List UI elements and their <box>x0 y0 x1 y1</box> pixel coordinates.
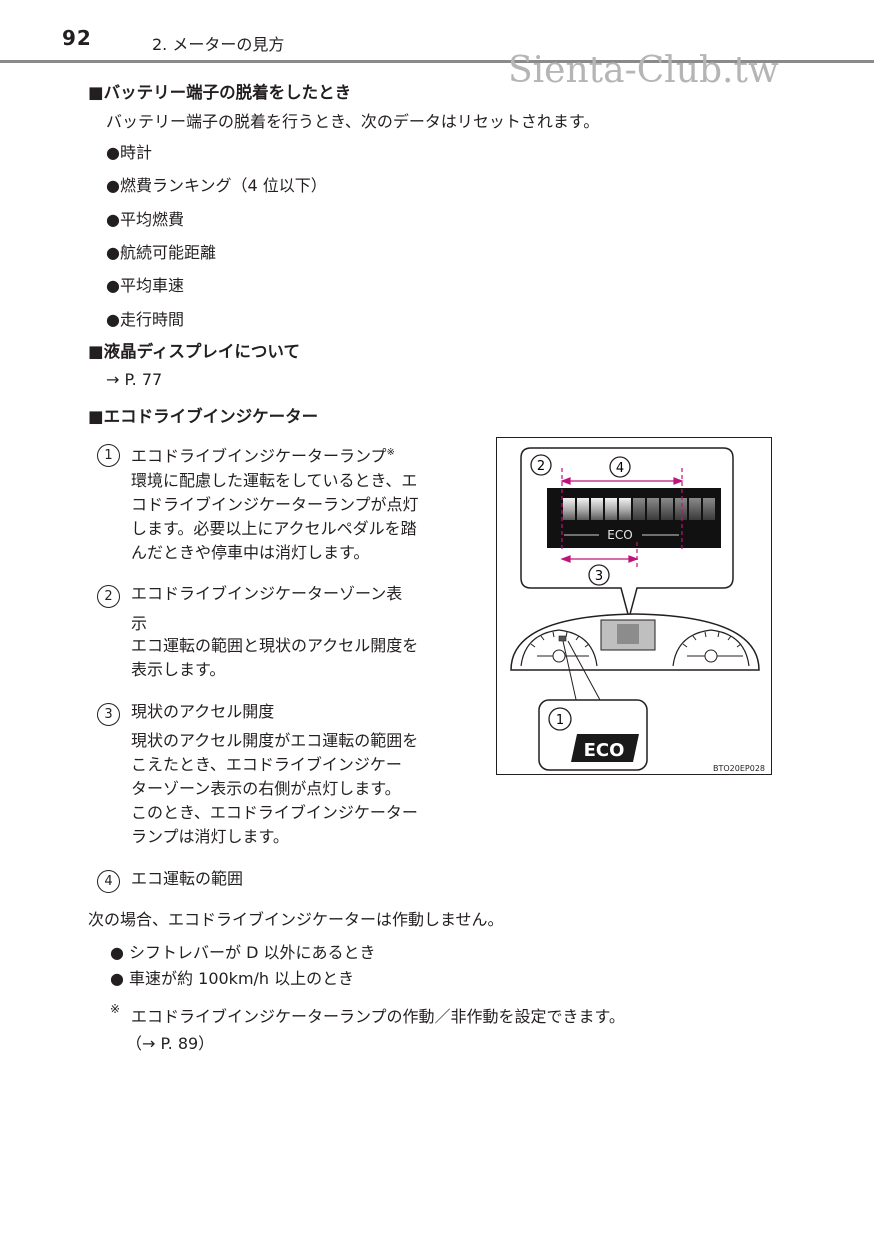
figure-code: BTO20EP028 <box>713 764 765 773</box>
list-item: ●平均燃費 <box>106 210 184 229</box>
footnote-mark: ※ <box>386 447 395 458</box>
list-item: ● 車速が約 100km/h 以上のとき <box>110 969 355 988</box>
eco-indicator-figure: ECO 2 4 3 <box>496 437 772 775</box>
header-rule <box>0 60 874 63</box>
section-heading-battery: ■バッテリー端子の脱着をしたとき <box>88 83 352 102</box>
eco-lamp-label: ECO <box>584 740 625 761</box>
list-item: ● シフトレバーが D 以外にあるとき <box>110 943 376 962</box>
right-gauge <box>672 629 750 667</box>
eco-zone-segments <box>563 498 715 520</box>
footnote-reference: （→ P. 89） <box>126 1034 215 1053</box>
eco-zone-segment <box>619 498 631 520</box>
list-item: ●燃費ランキング（4 位以下） <box>106 176 327 195</box>
page-reference: → P. 77 <box>106 370 163 389</box>
note-intro: 次の場合、エコドライブインジケーターは作動しません。 <box>88 910 504 929</box>
list-item: ●時計 <box>106 143 152 162</box>
footnote-text: エコドライブインジケーターランプの作動／非作動を設定できます。 <box>131 1007 625 1026</box>
battery-intro: バッテリー端子の脱着を行うとき、次のデータはリセットされます。 <box>106 112 600 131</box>
callout-number: 1 <box>97 444 120 467</box>
label-circle-2 <box>530 454 552 476</box>
callout-title: エコドライブインジケーターランプ※ <box>131 446 395 466</box>
range-markers <box>560 468 684 568</box>
eco-zone-segment <box>703 498 715 520</box>
callout-title: エコドライブインジケーターゾーン表 <box>131 584 403 603</box>
list-item: ●航続可能距離 <box>106 243 216 262</box>
callout-number: 4 <box>97 870 120 893</box>
eco-zone-label: ECO <box>607 528 632 542</box>
left-gauge <box>520 629 598 667</box>
callout-description: 環境に配慮した運転をしているとき、エ コドライブインジケーターランプが点灯 しま… <box>131 471 419 562</box>
callout-number: 3 <box>97 703 120 726</box>
chapter-title: 2. メーターの見方 <box>152 35 285 54</box>
callout-description: 現状のアクセル開度がエコ運転の範囲を こえたとき、エコドライブインジケー ターゾ… <box>131 731 419 846</box>
gauge-ticks <box>530 631 742 648</box>
label-4: 4 <box>616 461 624 476</box>
label-circle-4 <box>609 456 631 478</box>
page-number: 92 <box>62 26 92 50</box>
label-circle-3 <box>588 564 610 586</box>
label-2: 2 <box>537 459 545 474</box>
eco-zone-segment <box>689 498 701 520</box>
eco-zone-segment <box>577 498 589 520</box>
eco-zone-segment <box>605 498 617 520</box>
callout-number: 2 <box>97 585 120 608</box>
eco-zone-segment <box>647 498 659 520</box>
eco-lamp-icon <box>571 734 639 762</box>
eco-zone-segment <box>591 498 603 520</box>
label-3: 3 <box>595 569 603 584</box>
list-item: ●走行時間 <box>106 310 184 329</box>
footnote-mark: ※ <box>110 1002 121 1016</box>
label-circle-1 <box>548 707 572 731</box>
eco-lamp-position <box>558 635 567 642</box>
list-item: ●平均車速 <box>106 276 184 295</box>
callout-title-continued: 示 <box>131 614 148 633</box>
eco-zone-segment <box>633 498 645 520</box>
eco-indicator-illustration: ECO 2 4 3 <box>510 447 765 773</box>
center-display-highlight <box>617 624 639 644</box>
watermark: Sienta-Club.tw <box>508 50 779 91</box>
eco-zone-segment <box>661 498 673 520</box>
left-hub <box>552 649 566 663</box>
callout-title: エコ運転の範囲 <box>131 869 244 888</box>
right-hub <box>704 649 718 663</box>
section-heading-lcd: ■液晶ディスプレイについて <box>88 342 300 361</box>
eco-zone-segment <box>563 498 575 520</box>
callout-title: 現状のアクセル開度 <box>131 702 275 721</box>
eco-zone-segment <box>675 498 687 520</box>
label-1: 1 <box>556 713 564 728</box>
callout-description: エコ運転の範囲と現状のアクセル開度を 表示します。 <box>131 636 419 679</box>
section-heading-eco: ■エコドライブインジケーター <box>88 407 319 426</box>
